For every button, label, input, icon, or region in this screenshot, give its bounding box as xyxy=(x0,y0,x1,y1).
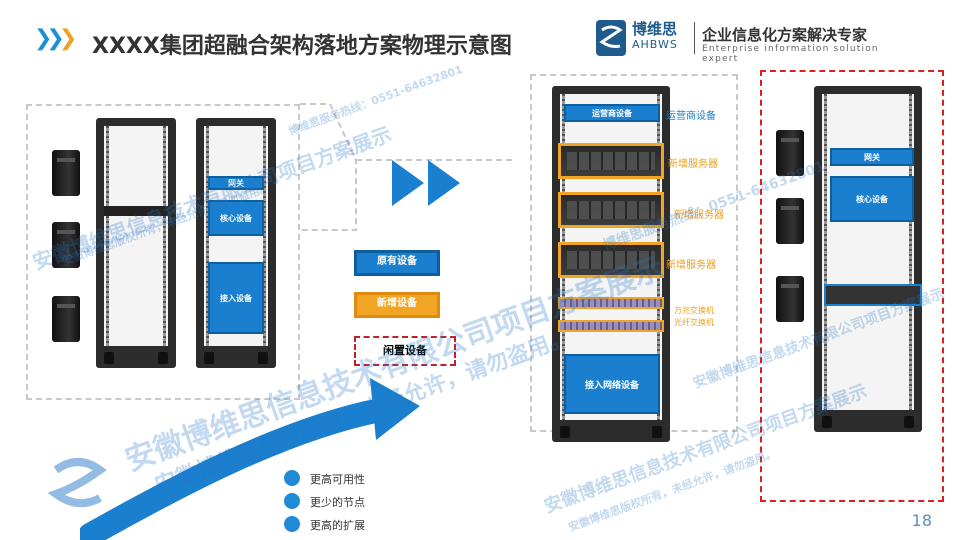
benefit-item: 更高的扩展 xyxy=(310,519,365,532)
forward-arrows-icon xyxy=(392,160,460,206)
new-server-1 xyxy=(558,143,664,179)
new-server-label: 新增服务器 xyxy=(674,210,724,221)
idle-core-device: 核心设备 xyxy=(830,176,914,222)
old-access-device: 接入设备 xyxy=(208,262,264,334)
legend-idle: 闲置设备 xyxy=(354,336,456,366)
brand-slogan-en: Enterprise information solution expert xyxy=(702,44,879,64)
benefit-item: 更少的节点 xyxy=(310,496,365,509)
idle-region xyxy=(760,70,944,502)
idle-gateway-device: 网关 xyxy=(830,148,914,166)
brand-name: 博维思 xyxy=(632,20,678,38)
new-server-3 xyxy=(558,242,664,278)
brand-logo: 博维思 AHBWS 企业信息化方案解决专家 Enterprise informa… xyxy=(596,18,896,64)
switch-label: 光纤交换机 xyxy=(674,318,714,327)
legend-existing: 原有设备 xyxy=(354,250,440,276)
brand-slogan: 企业信息化方案解决专家 xyxy=(702,26,868,44)
watermark-logo-icon xyxy=(48,458,107,508)
server-tower-icon xyxy=(52,150,80,196)
brand-divider xyxy=(694,22,695,54)
new-server-2 xyxy=(558,192,664,228)
page-title: XXXX集团超融合架构落地方案物理示意图 xyxy=(92,34,512,59)
legend-new: 新增设备 xyxy=(354,292,440,318)
brand-name-en: AHBWS xyxy=(632,38,678,51)
server-tower-icon xyxy=(52,296,80,342)
switch-label: 万兆交换机 xyxy=(674,306,714,315)
server-tower-icon xyxy=(776,130,804,176)
old-core-device: 核心设备 xyxy=(208,200,264,236)
carrier-device: 运营商设备 xyxy=(564,104,660,122)
benefit-bullet-icon xyxy=(284,493,300,509)
new-server-label: 新增服务器 xyxy=(666,260,716,271)
idle-server-unit xyxy=(824,284,922,306)
brand-logo-icon xyxy=(596,20,626,56)
old-gateway-device: 网关 xyxy=(208,176,264,190)
benefit-bullet-icon xyxy=(284,516,300,532)
tengig-switch xyxy=(558,297,664,309)
server-tower-icon xyxy=(776,276,804,322)
page-number: 18 xyxy=(911,511,932,530)
before-region xyxy=(26,104,300,400)
new-server-label: 新增服务器 xyxy=(668,159,718,170)
idle-rack xyxy=(814,86,922,432)
fiber-switch xyxy=(558,320,664,332)
benefit-item: 更高可用性 xyxy=(310,473,365,486)
server-tower-icon xyxy=(776,198,804,244)
server-tower-icon xyxy=(52,222,80,268)
carrier-device-label: 运营商设备 xyxy=(666,111,716,122)
growth-arrow-icon xyxy=(80,378,420,540)
old-rack-1 xyxy=(96,118,176,368)
benefit-bullet-icon xyxy=(284,470,300,486)
access-network-device: 接入网络设备 xyxy=(564,354,660,414)
